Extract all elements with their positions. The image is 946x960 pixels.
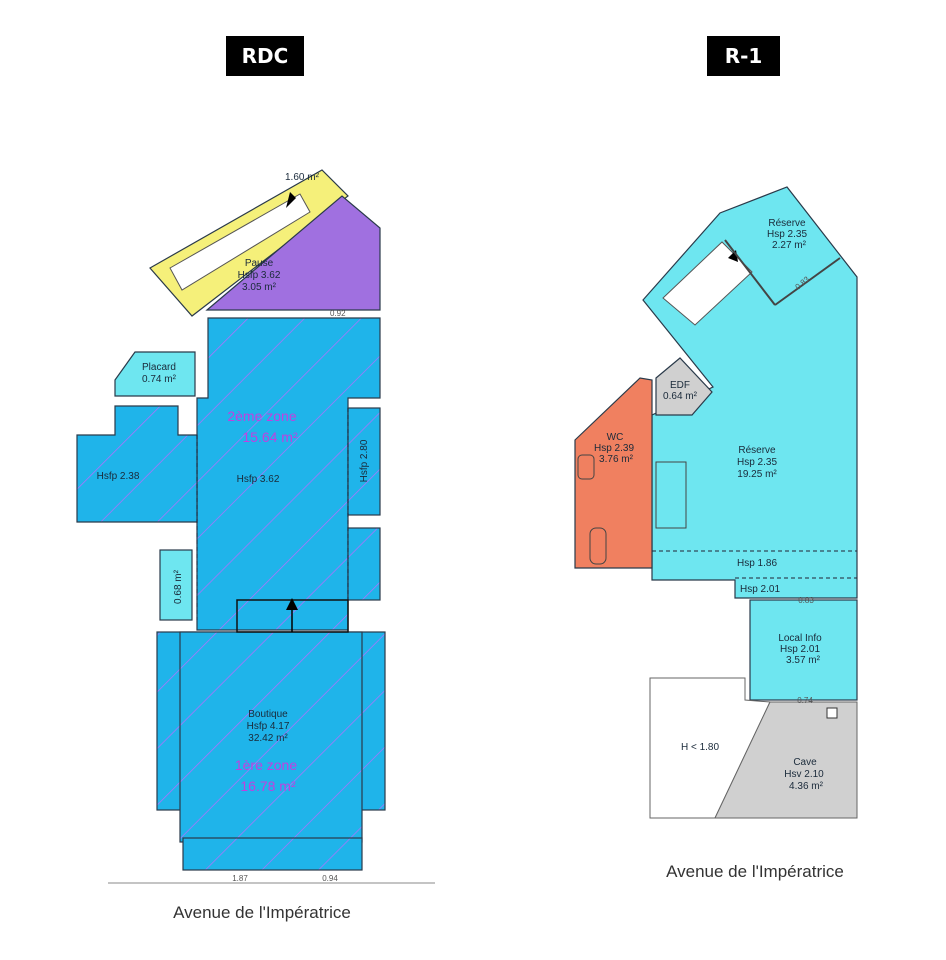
label-pause-door: 0.92 (330, 309, 346, 318)
room-left-annex (76, 405, 198, 523)
street-label-rdc: Avenue de l'Impératrice (173, 903, 351, 922)
room-cave (714, 701, 858, 819)
label-cave: Cave (793, 757, 817, 768)
label-edf: EDF (670, 380, 690, 391)
label-zone2: 2ème zone (227, 408, 296, 424)
label-wc-height: Hsp 2.39 (594, 443, 634, 454)
label-zone2-area: 15.64 m² (242, 429, 298, 445)
label-hsp186: Hsp 1.86 (737, 558, 777, 569)
stair-steps (169, 193, 311, 291)
label-reserve-small: Réserve (768, 218, 806, 229)
label-local-info-area: 3.57 m² (786, 655, 821, 666)
label-wc-area: 3.76 m² (599, 454, 634, 465)
room-wc (574, 377, 653, 569)
room-boutique (179, 631, 363, 843)
label-cave-area: 4.36 m² (789, 781, 824, 792)
stair-steps (662, 241, 753, 326)
label-right-annex: Hsfp 2.80 (359, 439, 370, 482)
room-edf (655, 357, 713, 416)
room-local-info (749, 599, 858, 701)
label-low-height: H < 1.80 (681, 742, 720, 753)
label-reserve: Réserve (738, 445, 776, 456)
label-zone2-height: Hsfp 3.62 (237, 474, 280, 485)
label-zone1-area: 16.78 m² (240, 778, 296, 794)
label-stair-area: 1.60 m² (285, 172, 320, 183)
label-reserve-small-area: 2.27 m² (772, 240, 807, 251)
label-small-closet: 0.68 m² (173, 569, 184, 604)
room-right-annex (347, 407, 381, 516)
r1-title: R-1 (707, 36, 780, 76)
rdc-plan: 1.60 m² Pause Hsfp 3.62 3.05 m² 0.92 Pla… (76, 169, 435, 922)
room-right-annex-2 (347, 527, 381, 601)
sink-icon (577, 454, 595, 480)
label-door2: 0.74 (797, 696, 813, 705)
kitchen-sink-icon (655, 461, 687, 529)
rdc-title: RDC (226, 36, 304, 76)
label-reserve-area: 19.25 m² (737, 469, 777, 480)
label-placard-area: 0.74 m² (142, 374, 177, 385)
label-boutique: Boutique (248, 709, 288, 720)
label-door1: 0.83 (798, 596, 814, 605)
stair-wall (774, 257, 841, 306)
label-cave-height: Hsv 2.10 (784, 769, 824, 780)
label-boutique-area: 32.42 m² (248, 733, 288, 744)
arrow-up-icon (286, 598, 298, 610)
label-local-info-height: Hsp 2.01 (780, 644, 820, 655)
stair-arrow-icon (286, 192, 296, 208)
dim-1: 1.87 (232, 874, 248, 883)
room-boutique-entry (182, 837, 363, 871)
dim-2: 0.94 (322, 874, 338, 883)
room-pause (205, 195, 381, 311)
label-pause: Pause (245, 258, 274, 269)
room-placard (114, 351, 196, 397)
label-edf-area: 0.64 m² (663, 391, 698, 402)
label-reserve-height: Hsp 2.35 (737, 457, 777, 468)
pillar (826, 707, 838, 719)
label-reserve-small-height: Hsp 2.35 (767, 229, 807, 240)
label-local-info: Local Info (778, 633, 822, 644)
room-small-closet (159, 549, 193, 621)
label-wc: WC (607, 432, 624, 443)
label-placard: Placard (142, 362, 176, 373)
label-left-annex: Hsfp 2.38 (97, 471, 140, 482)
label-pause-height: Hsfp 3.62 (238, 270, 281, 281)
r1-plan: Réserve Hsp 2.35 2.27 m² 0.83 EDF 0.64 m… (574, 186, 858, 881)
label-zone1: 1ère zone (235, 757, 297, 773)
street-label-r1: Avenue de l'Impératrice (666, 862, 844, 881)
toilet-icon (589, 527, 607, 565)
label-hsp201: Hsp 2.01 (740, 584, 780, 595)
label-boutique-height: Hsfp 4.17 (247, 721, 290, 732)
label-pause-area: 3.05 m² (242, 282, 277, 293)
stair-wall (724, 239, 776, 306)
